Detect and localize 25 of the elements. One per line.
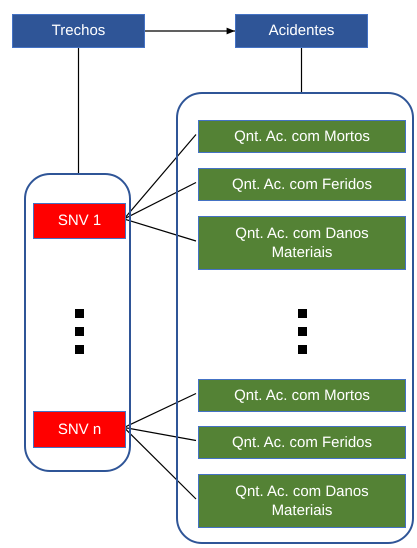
connector-line: [78, 48, 80, 173]
node-label: Qnt. Ac. com Mortos: [233, 126, 371, 146]
node-label: Qnt. Ac. com Danos Materiais: [234, 482, 370, 520]
entity-box: [235, 14, 368, 48]
node-label: Qnt. Ac. com Danos Materiais: [234, 224, 370, 262]
entity-box: [12, 14, 145, 48]
metric-box: [198, 216, 406, 270]
segment-box: [33, 411, 126, 448]
group-frame: [176, 92, 414, 544]
metric-box: [198, 168, 406, 201]
node-label: Acidentes: [268, 21, 336, 41]
metric-box: [198, 426, 406, 459]
node-label: Qnt. Ac. com Mortos: [233, 386, 371, 406]
node-label: Trechos: [50, 21, 106, 41]
metric-box: [198, 474, 406, 528]
arrow: [145, 28, 235, 34]
group-frame: [24, 173, 131, 472]
metric-box: [198, 379, 406, 412]
connector-line: [300, 48, 302, 92]
node-label: Qnt. Ac. com Feridos: [230, 174, 374, 194]
node-label: Qnt. Ac. com Feridos: [230, 432, 374, 452]
node-label: SNV n: [56, 420, 102, 440]
node-label: SNV 1: [56, 211, 102, 231]
segment-box: [33, 203, 126, 239]
metric-box: [198, 120, 406, 153]
